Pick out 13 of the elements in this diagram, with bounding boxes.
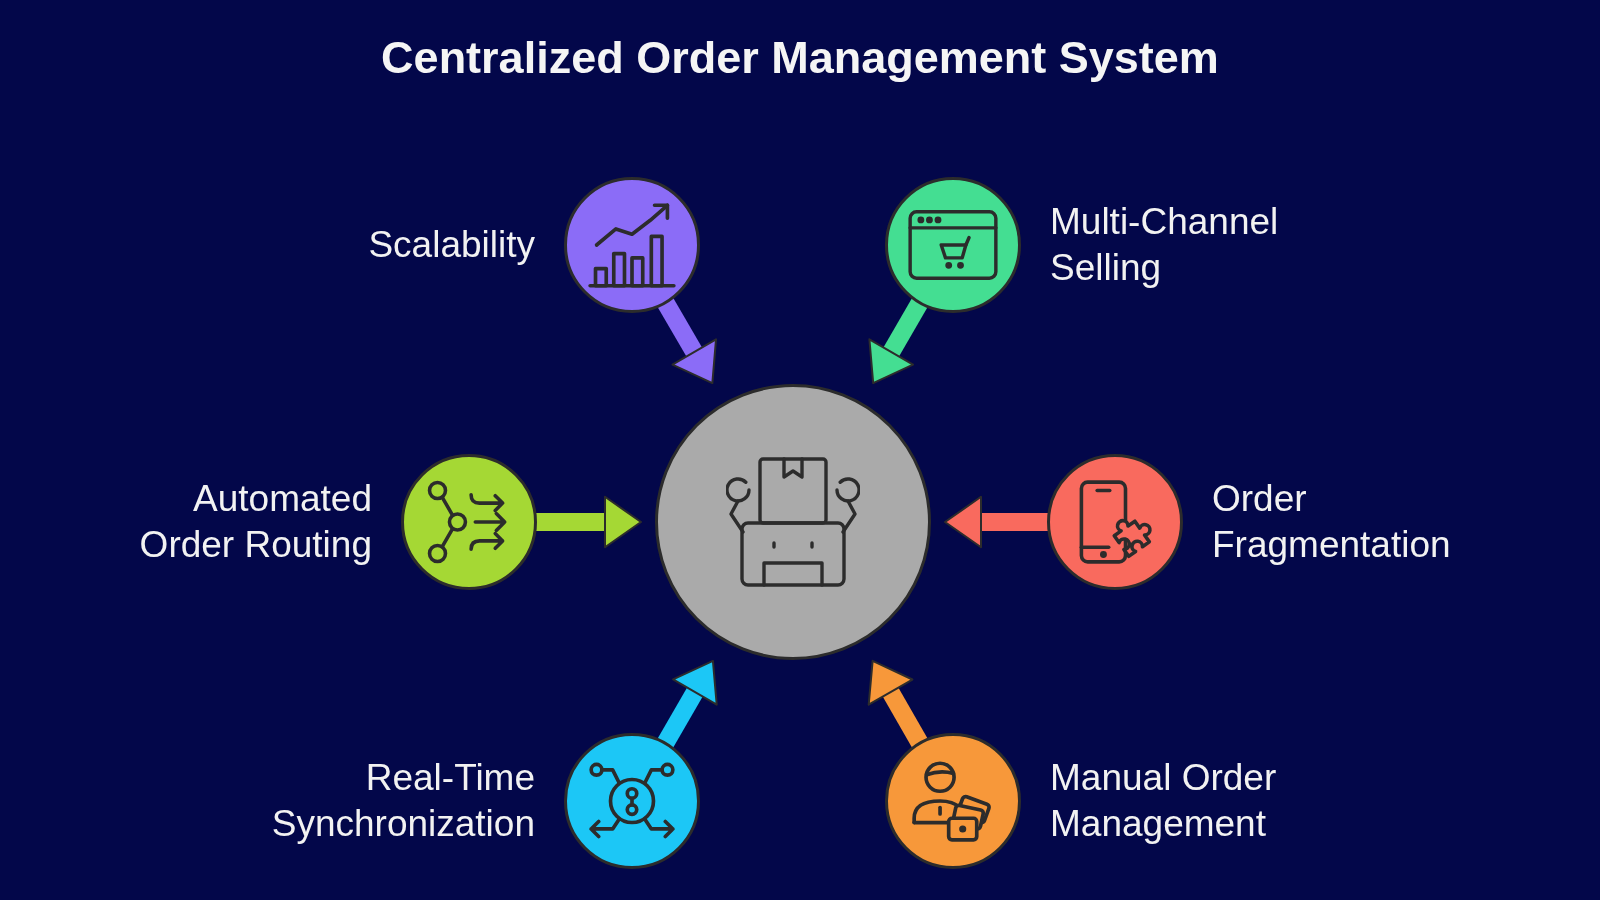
arrow bbox=[868, 297, 928, 385]
arrow bbox=[657, 659, 718, 749]
arrow bbox=[535, 495, 642, 549]
arrow bbox=[657, 297, 717, 385]
feature-label: Automated Order Routing bbox=[138, 477, 372, 567]
feature-label: Multi-Channel Selling bbox=[1050, 200, 1280, 290]
feature-label: Scalability bbox=[368, 223, 535, 267]
feature-label: Order Fragmentation bbox=[1212, 477, 1452, 567]
arrow bbox=[867, 659, 928, 749]
feature-label: Manual Order Management bbox=[1050, 756, 1278, 846]
diagram-title: Centralized Order Management System bbox=[381, 31, 1219, 85]
arrow bbox=[944, 495, 1049, 549]
feature-label: Real-Time Synchronization bbox=[270, 756, 535, 846]
